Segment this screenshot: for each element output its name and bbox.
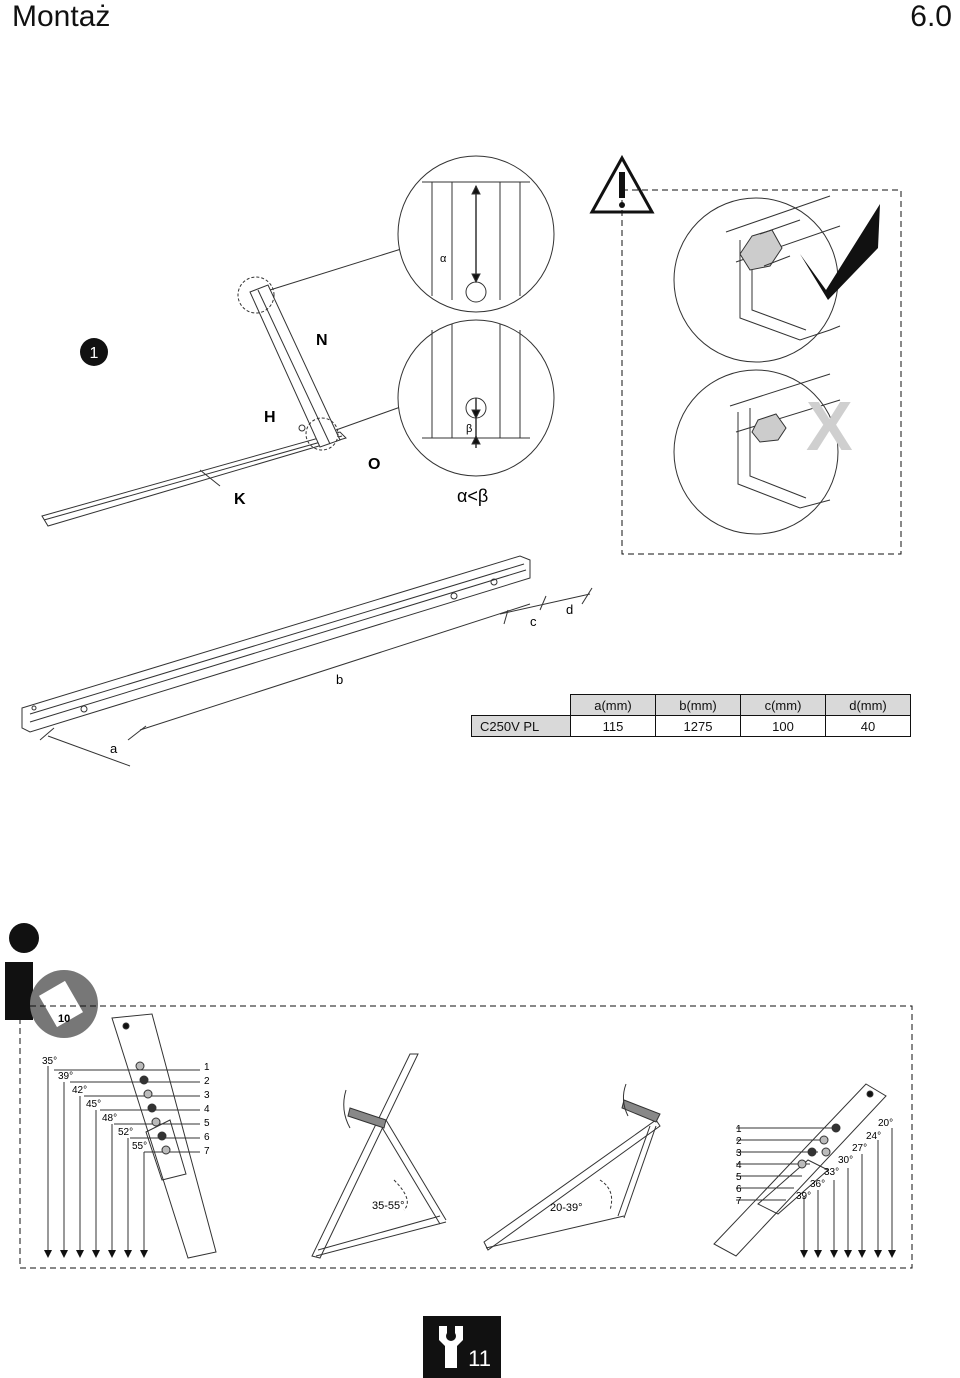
page-title: Montaż <box>12 0 111 33</box>
left-arrows <box>44 1250 148 1258</box>
wrench-icon <box>439 1326 463 1368</box>
detail-circle-wrong <box>673 369 841 535</box>
value-a: 115 <box>570 715 656 737</box>
right-arrows <box>800 1250 896 1258</box>
svg-text:3: 3 <box>204 1090 210 1101</box>
left-holes <box>135 1061 171 1155</box>
rail-assembly <box>41 239 431 527</box>
svg-text:6: 6 <box>204 1132 210 1143</box>
dim-c: c <box>530 614 537 629</box>
angle-frame <box>19 1005 913 1269</box>
label-N: N <box>316 332 328 349</box>
section-number: 6.0 <box>910 0 952 33</box>
left-hole-numbers: 1 2 3 4 5 6 7 <box>204 1062 210 1157</box>
svg-text:5: 5 <box>204 1118 210 1129</box>
svg-text:1: 1 <box>736 1124 742 1135</box>
value-b: 1275 <box>655 715 741 737</box>
rail-profile <box>21 555 593 767</box>
col-b-header: b(mm) <box>655 694 741 716</box>
col-c-header: c(mm) <box>740 694 826 716</box>
wrench-size-badge: 11 <box>423 1316 501 1378</box>
svg-text:6: 6 <box>736 1184 742 1195</box>
svg-text:5: 5 <box>736 1172 742 1183</box>
svg-text:4: 4 <box>736 1160 742 1171</box>
frame-steep-range: 35-55° <box>372 1200 405 1212</box>
label-beta: β <box>466 423 472 435</box>
svg-text:4: 4 <box>204 1104 210 1115</box>
step-badge <box>80 338 108 366</box>
right-hole-numbers: 1 2 3 4 5 6 7 <box>736 1124 742 1207</box>
svg-text:52°: 52° <box>118 1127 133 1138</box>
svg-text:48°: 48° <box>102 1113 117 1124</box>
svg-text:20°: 20° <box>878 1118 893 1129</box>
frame-steep <box>311 1053 447 1259</box>
svg-text:2: 2 <box>736 1136 742 1147</box>
model-name: C250V PL <box>471 715 571 737</box>
right-angle-labels: 20° 24° 27° 30° 33° 36° 39° <box>796 1118 893 1202</box>
dim-a: a <box>110 741 118 756</box>
frame-flat <box>483 1083 661 1251</box>
svg-text:39°: 39° <box>796 1191 811 1202</box>
alpha-beta-compare: α<β <box>457 486 488 506</box>
svg-text:27°: 27° <box>852 1143 867 1154</box>
svg-text:45°: 45° <box>86 1099 101 1110</box>
col-d-header: d(mm) <box>825 694 911 716</box>
detail-circle-beta <box>397 319 555 477</box>
svg-text:36°: 36° <box>810 1179 825 1190</box>
svg-text:2: 2 <box>204 1076 210 1087</box>
svg-text:7: 7 <box>736 1196 742 1207</box>
dim-b: b <box>336 672 343 687</box>
right-holes <box>797 1123 841 1169</box>
step-number: 1 <box>90 345 99 362</box>
col-a-header: a(mm) <box>570 694 656 716</box>
warning-frame <box>621 189 902 555</box>
table-header-row: a(mm) b(mm) c(mm) d(mm) <box>472 694 911 716</box>
x-mark-icon: X <box>806 387 853 465</box>
svg-text:1: 1 <box>204 1062 210 1073</box>
wrench-size: 11 <box>468 1346 491 1371</box>
label-O: O <box>368 456 380 473</box>
label-K: K <box>234 491 246 508</box>
dim-d: d <box>566 602 573 617</box>
check-mark-icon <box>800 204 880 300</box>
svg-text:3: 3 <box>736 1148 742 1159</box>
svg-text:35°: 35° <box>42 1056 57 1067</box>
frame-flat-range: 20-39° <box>550 1202 583 1214</box>
svg-text:7: 7 <box>204 1146 210 1157</box>
svg-text:24°: 24° <box>866 1131 881 1142</box>
detail-circle-alpha <box>397 155 555 313</box>
value-d: 40 <box>825 715 911 737</box>
svg-text:55°: 55° <box>132 1141 147 1152</box>
detail-circle-correct <box>673 195 841 363</box>
label-alpha: α <box>440 253 447 265</box>
ruler-value: 10 <box>58 1013 70 1025</box>
spec-table: a(mm) b(mm) c(mm) d(mm) C250V PL 115 127… <box>471 694 911 737</box>
svg-text:39°: 39° <box>58 1071 73 1082</box>
svg-text:42°: 42° <box>72 1085 87 1096</box>
svg-text:30°: 30° <box>838 1155 853 1166</box>
info-icon <box>5 923 98 1038</box>
left-angle-labels: 35° 39° 42° 45° 48° 52° 55° <box>42 1056 147 1152</box>
svg-text:33°: 33° <box>824 1167 839 1178</box>
value-c: 100 <box>740 715 826 737</box>
label-H: H <box>264 409 276 426</box>
table-row: C250V PL 115 1275 100 40 <box>471 715 911 737</box>
